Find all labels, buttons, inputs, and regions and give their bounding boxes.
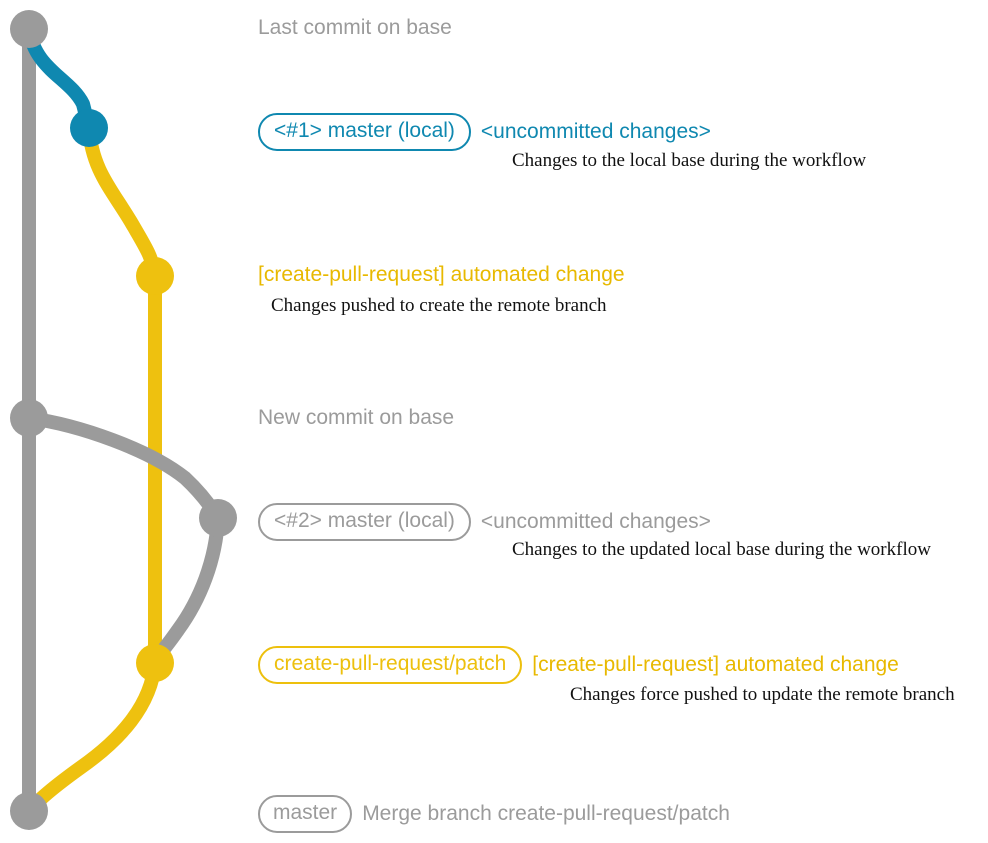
commit-subject: Merge branch create-pull-request/patch xyxy=(362,802,730,825)
branch-label-master-local-2[interactable]: <#2> master (local) xyxy=(258,503,471,541)
commit-row-master-local-2: <#2> master (local) <uncommitted changes… xyxy=(258,503,711,541)
node-local-2 xyxy=(199,499,237,537)
branch-label-create-pull-request-patch[interactable]: create-pull-request/patch xyxy=(258,646,523,684)
commit-row-merge-branch: master Merge branch create-pull-request/… xyxy=(258,795,730,833)
commit-subject: <uncommitted changes> xyxy=(480,510,711,533)
commit-description-2: Changes pushed to create the remote bran… xyxy=(271,295,607,316)
commit-subject: [create-pull-request] automated change xyxy=(532,653,899,676)
commit-row-automated-change-1: [create-pull-request] automated change xyxy=(258,263,625,287)
commit-nodes xyxy=(10,10,237,830)
commit-description-3: Changes to the updated local base during… xyxy=(512,539,931,560)
node-base-new xyxy=(10,399,48,437)
commit-row-last-commit-on-base: Last commit on base xyxy=(258,16,452,40)
edge-local1-to-automated1 xyxy=(82,121,162,283)
commit-row-new-commit-on-base: New commit on base xyxy=(258,406,454,430)
commit-subject: New commit on base xyxy=(258,406,455,429)
edge-local2-to-automated2 xyxy=(148,511,225,670)
commit-description-4: Changes force pushed to update the remot… xyxy=(570,684,955,705)
branch-label-master-local-1[interactable]: <#1> master (local) xyxy=(258,113,471,151)
node-merge-master xyxy=(10,792,48,830)
commit-row-automated-change-2: create-pull-request/patch [create-pull-r… xyxy=(258,646,899,684)
commit-subject: Last commit on base xyxy=(258,16,452,39)
commit-subject: [create-pull-request] automated change xyxy=(258,263,625,286)
node-automated-1 xyxy=(136,257,174,295)
commit-description-1: Changes to the local base during the wor… xyxy=(512,150,867,171)
node-base-top xyxy=(10,10,48,48)
edge-automated2-to-merge xyxy=(22,656,162,818)
commit-subject: <uncommitted changes> xyxy=(480,120,711,143)
edge-basenew-to-local2 xyxy=(22,411,225,525)
commit-row-master-local-1: <#1> master (local) <uncommitted changes… xyxy=(258,113,711,151)
node-automated-2 xyxy=(136,644,174,682)
node-local-1 xyxy=(70,109,108,147)
branch-label-master[interactable]: master xyxy=(258,795,353,833)
